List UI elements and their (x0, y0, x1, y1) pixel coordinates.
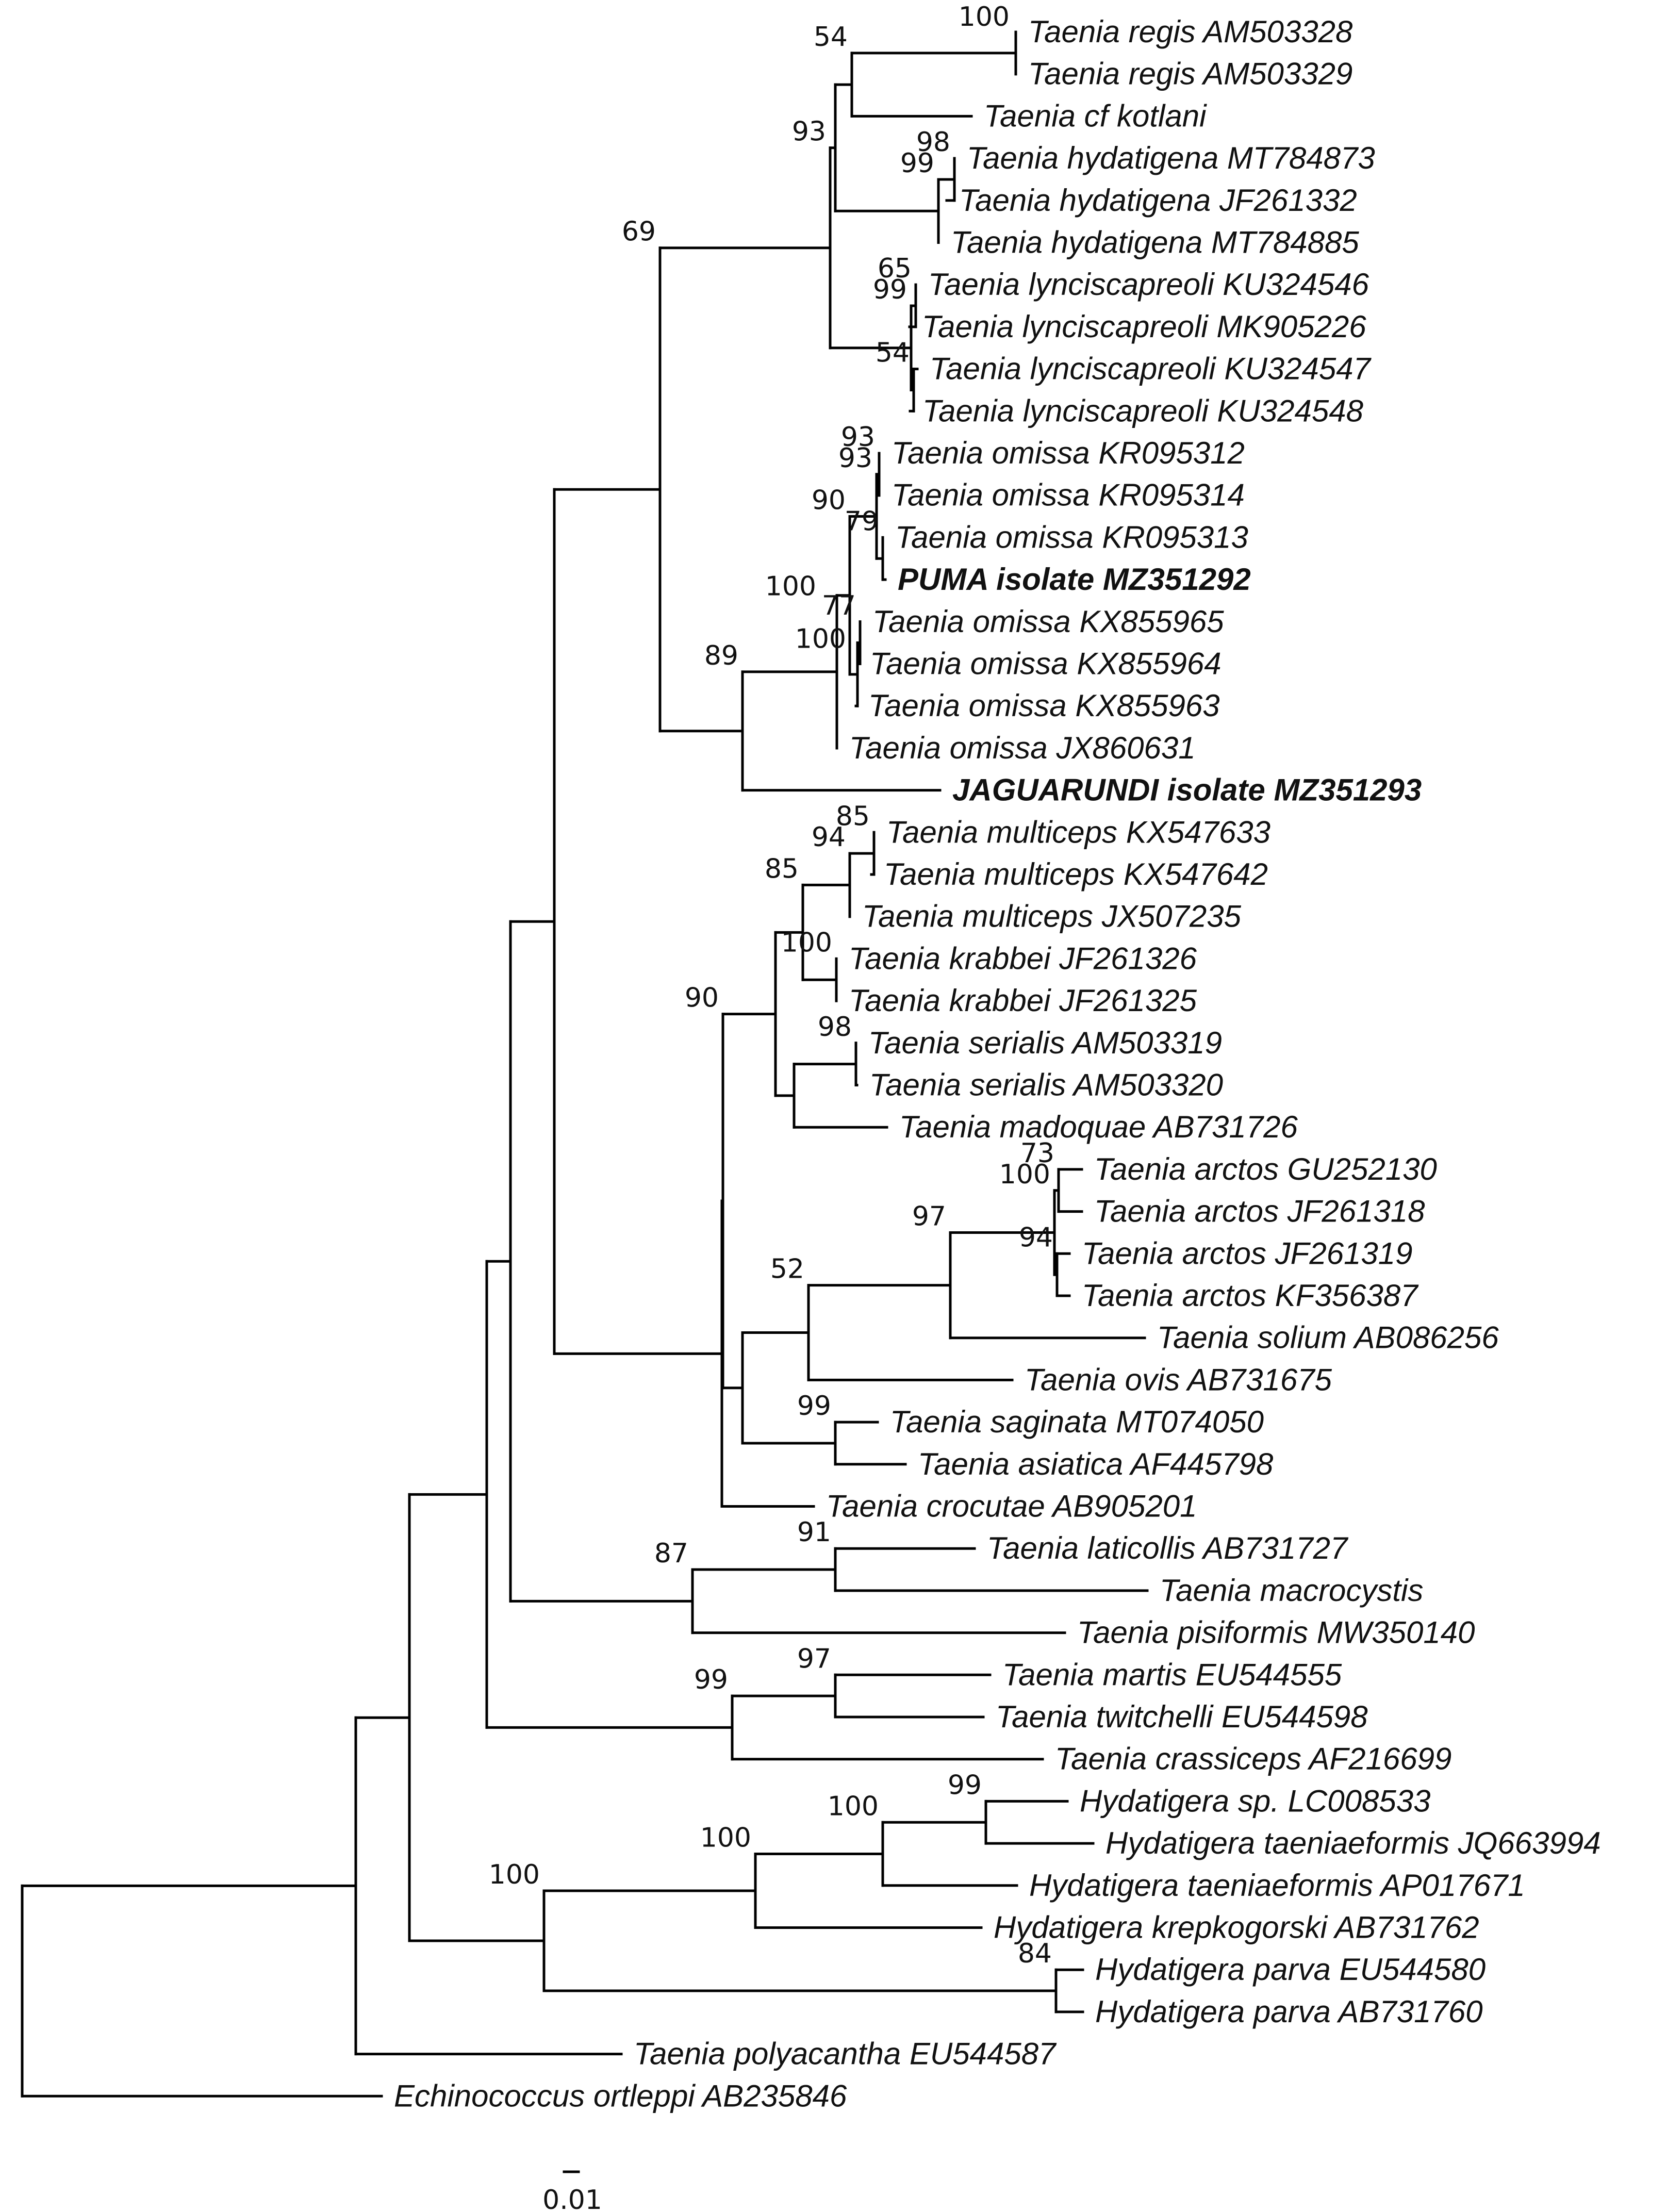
leaf-label-hyd2: Taenia hydatigena JF261332 (959, 183, 1357, 218)
support-value: 100 (795, 624, 846, 655)
leaf-label-arc4: Taenia arctos KF356387 (1082, 1278, 1419, 1313)
leaf-label-om4: Taenia omissa KX855965 (872, 604, 1224, 639)
support-value: 77 (822, 590, 856, 621)
support-value: 90 (685, 983, 719, 1014)
support-value: 100 (999, 1159, 1050, 1190)
leaf-label-lync2: Taenia lynciscapreoli MK905226 (922, 309, 1366, 344)
scale-bar-label: 0.01 (542, 2185, 602, 2212)
leaf-label-arc2: Taenia arctos JF261318 (1094, 1194, 1425, 1229)
support-value: 99 (797, 1391, 831, 1422)
leaf-label-lync4: Taenia lynciscapreoli KU324548 (922, 393, 1364, 428)
leaf-label-ser1: Taenia serialis AM503319 (868, 1026, 1222, 1060)
leaf-label-croc: Taenia crocutae AB905201 (826, 1489, 1197, 1524)
support-value: 100 (765, 571, 816, 602)
support-value: 85 (765, 853, 799, 884)
leaf-label-hpar1: Hydatigera parva EU544580 (1095, 1952, 1486, 1987)
support-value: 94 (812, 822, 846, 853)
support-value: 91 (797, 1517, 831, 1548)
support-value: 90 (812, 485, 846, 516)
leaf-label-asia: Taenia asiatica AF445798 (918, 1447, 1274, 1481)
support-value: 93 (841, 422, 875, 453)
support-value: 98 (916, 127, 950, 158)
support-value: 89 (704, 640, 738, 671)
support-value: 73 (1020, 1138, 1054, 1169)
support-value: 93 (838, 443, 872, 474)
scale-bar: 0.01 (542, 2170, 602, 2212)
support-value: 100 (700, 1823, 751, 1854)
leaf-label-mul3: Taenia multiceps JX507235 (862, 899, 1242, 934)
leaf-label-arc3: Taenia arctos JF261319 (1082, 1236, 1413, 1270)
support-value: 87 (654, 1538, 688, 1569)
support-value: 94 (1019, 1222, 1053, 1253)
leaf-label-mado: Taenia madoquae AB731726 (899, 1110, 1298, 1144)
leaf-label-hkrep: Hydatigera krepkogorski AB731762 (994, 1910, 1479, 1945)
leaf-label-sagi: Taenia saginata MT074050 (890, 1405, 1264, 1439)
leaf-label-mul2: Taenia multiceps KX547642 (884, 857, 1268, 892)
support-value: 99 (694, 1664, 728, 1695)
leaf-label-lati: Taenia laticollis AB731727 (987, 1531, 1349, 1565)
leaf-label-htae2: Hydatigera taeniaeformis AP017671 (1029, 1868, 1525, 1903)
support-value: 85 (836, 801, 870, 832)
leaf-label-krab1: Taenia krabbei JF261326 (849, 941, 1197, 976)
support-value: 79 (845, 506, 879, 537)
leaf-label-macro: Taenia macrocystis (1160, 1573, 1423, 1608)
leaf-label-puma: PUMA isolate MZ351292 (898, 562, 1251, 597)
support-value: 100 (781, 927, 832, 958)
leaf-label-om6: Taenia omissa KX855963 (868, 688, 1220, 723)
leaf-label-hpar2: Hydatigera parva AB731760 (1095, 1994, 1483, 2029)
leaf-label-regis1: Taenia regis AM503328 (1028, 14, 1353, 49)
support-value: 99 (900, 148, 934, 179)
support-value: 97 (912, 1201, 946, 1232)
support-value: 99 (948, 1770, 982, 1801)
leaf-label-echi: Echinococcus ortleppi AB235846 (394, 2078, 847, 2113)
support-value: 54 (814, 22, 848, 53)
leaf-label-twit: Taenia twitchelli EU544598 (996, 1699, 1368, 1734)
support-value: 52 (770, 1254, 804, 1285)
support-value: 100 (959, 2, 1010, 32)
support-value: 84 (1018, 1938, 1052, 1969)
leaf-label-arc1: Taenia arctos GU252130 (1094, 1152, 1437, 1186)
support-value: 93 (792, 117, 826, 147)
leaf-label-kotlani: Taenia cf kotlani (984, 98, 1207, 133)
support-value: 97 (797, 1643, 831, 1674)
leaf-label-hyd1: Taenia hydatigena MT784873 (967, 141, 1375, 175)
support-value: 99 (873, 274, 907, 305)
leaf-label-mul1: Taenia multiceps KX547633 (886, 815, 1270, 849)
leaf-label-om2: Taenia omissa KR095314 (892, 478, 1245, 513)
support-value: 65 (878, 253, 912, 284)
support-value: 69 (622, 217, 656, 247)
leaf-label-om3: Taenia omissa KR095313 (895, 520, 1248, 554)
tree-branches (21, 30, 1149, 2098)
leaf-label-hsp: Hydatigera sp. LC008533 (1080, 1784, 1430, 1818)
leaf-label-lync3: Taenia lynciscapreoli KU324547 (930, 352, 1372, 386)
leaf-label-om1: Taenia omissa KR095312 (892, 436, 1245, 470)
leaf-label-hyd3: Taenia hydatigena MT784885 (951, 225, 1359, 260)
leaf-label-om5: Taenia omissa KX855964 (870, 647, 1222, 681)
leaf-label-ser2: Taenia serialis AM503320 (869, 1068, 1223, 1102)
support-values: 1005498996554999393799377100901008969859… (489, 2, 1054, 1969)
leaf-label-lync1: Taenia lynciscapreoli KU324546 (928, 267, 1369, 302)
leaf-label-crass: Taenia crassiceps AF216699 (1055, 1742, 1451, 1776)
support-value: 100 (828, 1791, 879, 1822)
leaf-label-jag: JAGUARUNDI isolate MZ351293 (952, 773, 1422, 807)
support-value: 100 (489, 1859, 540, 1890)
leaf-label-htae1: Hydatigera taeniaeformis JQ663994 (1105, 1826, 1601, 1860)
leaf-label-solium: Taenia solium AB086256 (1157, 1320, 1499, 1355)
leaf-label-pisi: Taenia pisiformis MW350140 (1077, 1615, 1475, 1650)
leaf-label-ovis: Taenia ovis AB731675 (1025, 1362, 1332, 1397)
leaf-label-krab2: Taenia krabbei JF261325 (849, 983, 1197, 1018)
leaf-label-om7: Taenia omissa JX860631 (849, 731, 1196, 765)
support-value: 54 (876, 338, 910, 369)
leaf-label-poly: Taenia polyacantha EU544587 (634, 2037, 1057, 2071)
leaf-label-regis2: Taenia regis AM503329 (1028, 57, 1352, 91)
leaf-label-mart: Taenia martis EU544555 (1002, 1657, 1342, 1692)
support-value: 98 (818, 1012, 852, 1043)
